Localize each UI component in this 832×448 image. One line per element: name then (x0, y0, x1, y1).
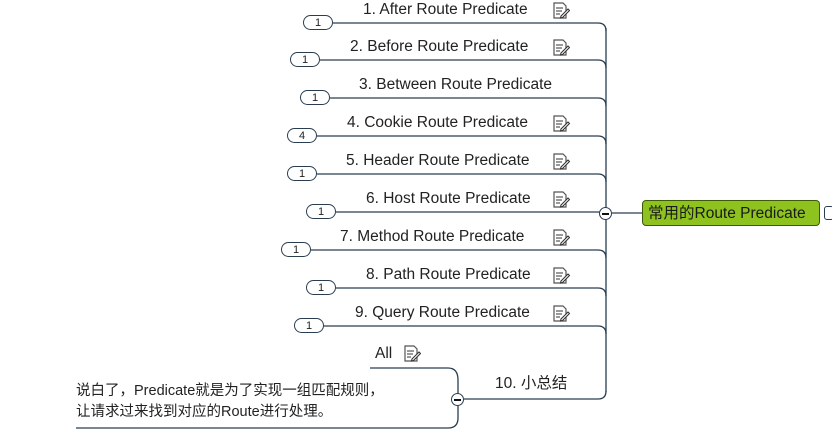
summary-topic-label[interactable]: 10. 小总结 (495, 375, 568, 392)
note-edit-icon[interactable] (552, 153, 570, 171)
topic-connector (333, 22, 607, 32)
count-badge[interactable]: 1 (300, 90, 330, 105)
topic-label[interactable]: 2. Before Route Predicate (350, 38, 529, 55)
count-badge[interactable]: 4 (287, 128, 317, 143)
count-badge[interactable]: 1 (306, 280, 336, 295)
topic-connector (336, 287, 607, 297)
topic-label[interactable]: 8. Path Route Predicate (366, 266, 531, 283)
topic-label[interactable]: 3. Between Route Predicate (359, 76, 553, 93)
note-edit-icon[interactable] (552, 2, 570, 20)
all-topic-label[interactable]: All (375, 345, 393, 362)
note-edit-icon[interactable] (552, 39, 570, 57)
topic-connector (320, 59, 607, 69)
summary-text-connector (76, 406, 459, 429)
topic-connector (330, 97, 607, 107)
note-edit-icon[interactable] (552, 115, 570, 133)
note-edit-icon[interactable] (403, 345, 421, 363)
count-badge[interactable]: 1 (287, 166, 317, 181)
note-edit-icon[interactable] (552, 267, 570, 285)
count-badge[interactable]: 1 (306, 204, 336, 219)
branch-collapse-toggle[interactable] (599, 207, 612, 220)
topic-label[interactable]: 1. After Route Predicate (363, 1, 528, 18)
central-collapse-toggle[interactable] (824, 206, 832, 220)
count-badge[interactable]: 1 (290, 52, 320, 67)
note-edit-icon[interactable] (552, 305, 570, 323)
count-badge[interactable]: 1 (294, 318, 324, 333)
summary-note-text: 说白了，Predicate就是为了实现一组匹配规则， 让请求过来找到对应的Rou… (76, 383, 384, 420)
topic-connector (317, 173, 607, 183)
central-topic[interactable]: 常用的Route Predicate (642, 200, 820, 226)
topic-connector (311, 249, 607, 259)
topic-label[interactable]: 9. Query Route Predicate (355, 304, 530, 321)
topic-connector (324, 325, 607, 335)
summary-collapse-toggle[interactable] (451, 393, 464, 406)
all-connector (370, 367, 459, 393)
topic-label[interactable]: 6. Host Route Predicate (366, 190, 531, 207)
note-edit-icon[interactable] (552, 191, 570, 209)
topic-connector (317, 135, 607, 145)
topic-label[interactable]: 5. Header Route Predicate (346, 152, 530, 169)
note-edit-icon[interactable] (552, 229, 570, 247)
summary-connector (464, 390, 607, 400)
topic-label[interactable]: 4. Cookie Route Predicate (347, 114, 528, 131)
count-badge[interactable]: 1 (303, 15, 333, 30)
topic-connector (336, 211, 607, 221)
central-topic-label: 常用的Route Predicate (648, 205, 806, 222)
topic-label[interactable]: 7. Method Route Predicate (340, 228, 525, 245)
count-badge[interactable]: 1 (281, 242, 311, 257)
